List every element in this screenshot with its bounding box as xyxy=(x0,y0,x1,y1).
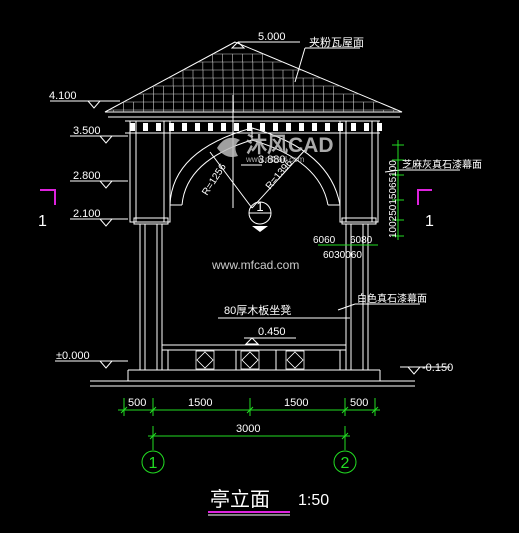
elev-2100: 2.100 xyxy=(73,208,101,220)
white-stone-label: 白色真石漆幕面 xyxy=(357,292,427,305)
bottom-dims xyxy=(118,398,380,474)
eave-dentils xyxy=(130,123,382,131)
section-mark-right: 1 xyxy=(425,213,434,230)
elev-minus: -0.150 xyxy=(422,362,453,374)
watermark-brand: 沐风CAD xyxy=(246,134,334,157)
dim-total: 3000 xyxy=(236,423,260,435)
watermark-center-url: www.mfcad.com xyxy=(211,258,299,272)
dim-1500-right: 1500 xyxy=(284,397,308,409)
dim-500-left: 500 xyxy=(128,397,146,409)
elev-arch: 3.880 xyxy=(258,154,286,166)
axis-2: 2 xyxy=(341,455,350,472)
elev-2800: 2.800 xyxy=(73,170,101,182)
elev-eave: 4.100 xyxy=(49,90,77,102)
bench-lattice xyxy=(195,350,305,370)
elev-ground: ±0.000 xyxy=(56,350,90,362)
radius-1: R=1256 xyxy=(200,162,229,198)
section-cut-marks xyxy=(40,189,432,205)
elev-top: 5.000 xyxy=(258,31,286,43)
drawing-scale: 1:50 xyxy=(298,492,329,509)
section-marker: 1 xyxy=(248,199,272,232)
arch xyxy=(169,95,341,209)
right-vertical-dims xyxy=(318,140,404,246)
axis-1: 1 xyxy=(149,455,158,472)
elevation-markers xyxy=(50,41,450,375)
base xyxy=(90,369,415,387)
right-dim-1: 6060 xyxy=(313,235,336,246)
roof-tile-label: 夹粉瓦屋面 xyxy=(309,36,364,49)
section-mark-left: 1 xyxy=(38,213,47,230)
elev-seat: 0.450 xyxy=(258,326,286,338)
right-dim-3: 6030060 xyxy=(323,250,362,261)
leaders xyxy=(294,47,460,311)
watermark-url: www.mfcad.com xyxy=(245,155,305,164)
watermark-logo: 沐风CAD www.mfcad.com xyxy=(217,134,334,164)
right-dim-stack: 10025015065100 xyxy=(388,160,399,238)
right-dim-2: 6080 xyxy=(350,235,373,246)
bench-label: 80厚木板坐凳 xyxy=(224,303,291,317)
bench xyxy=(161,344,347,371)
drawing-title: 亭立面 xyxy=(210,488,270,511)
title-underline xyxy=(208,511,290,516)
dim-1500-left: 1500 xyxy=(188,397,212,409)
watermark-leaf-icon xyxy=(217,137,240,157)
elev-3500: 3.500 xyxy=(73,125,101,137)
top-stone-label: 芝麻灰真石漆幕面 xyxy=(402,158,482,171)
section-number: 1 xyxy=(256,199,263,214)
dim-500-right: 500 xyxy=(350,397,368,409)
roof-tile-hatch xyxy=(108,53,398,112)
